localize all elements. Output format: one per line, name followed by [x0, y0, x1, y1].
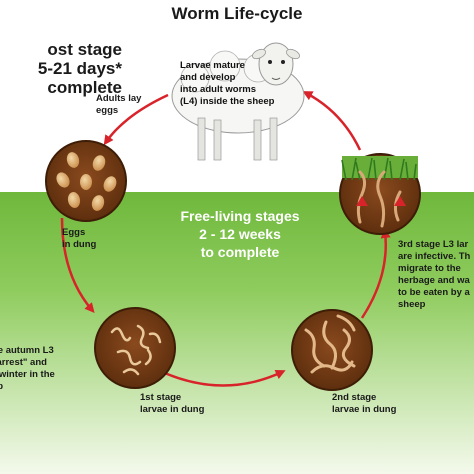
diagram-title: Worm Life-cycle: [171, 4, 303, 23]
sheep-illustration: [171, 42, 305, 161]
arrow-sheep-to-eggs: [103, 93, 169, 146]
third-stage-label: 3rd stage L3 lar are infective. Th migra…: [398, 239, 471, 310]
host-stage-label: ost stage 5-21 days* complete: [37, 40, 122, 97]
grass-background: [0, 192, 474, 474]
arrow-l1-to-l2: [157, 368, 286, 387]
second-stage-label: 2nd stage larvae in dung: [332, 392, 397, 415]
arrow-eggs-to-l1: [60, 217, 95, 314]
larvae-mature-label: Larvae mature and develop into adult wor…: [180, 60, 275, 107]
third-stage-larvae-circle: [339, 153, 421, 235]
first-stage-label: 1st stage larvae in dung: [140, 392, 205, 415]
autumn-arrest-label: he autumn L3 "arrest" and r-winter in th…: [0, 345, 55, 392]
eggs-in-dung-label: Eggs in dung: [62, 227, 97, 250]
arrow-l2-to-l3: [360, 228, 391, 319]
eggs-in-dung-circle: [45, 140, 127, 222]
cycle-arrows: [60, 91, 391, 387]
second-stage-larvae-circle: [291, 309, 373, 391]
arrow-l3-to-sheep: [302, 91, 362, 151]
adults-lay-eggs-label: Adults lay eggs: [96, 93, 142, 116]
first-stage-larvae-circle: [94, 307, 176, 389]
free-living-stages-label: Free-living stages 2 - 12 weeks to compl…: [180, 208, 300, 260]
